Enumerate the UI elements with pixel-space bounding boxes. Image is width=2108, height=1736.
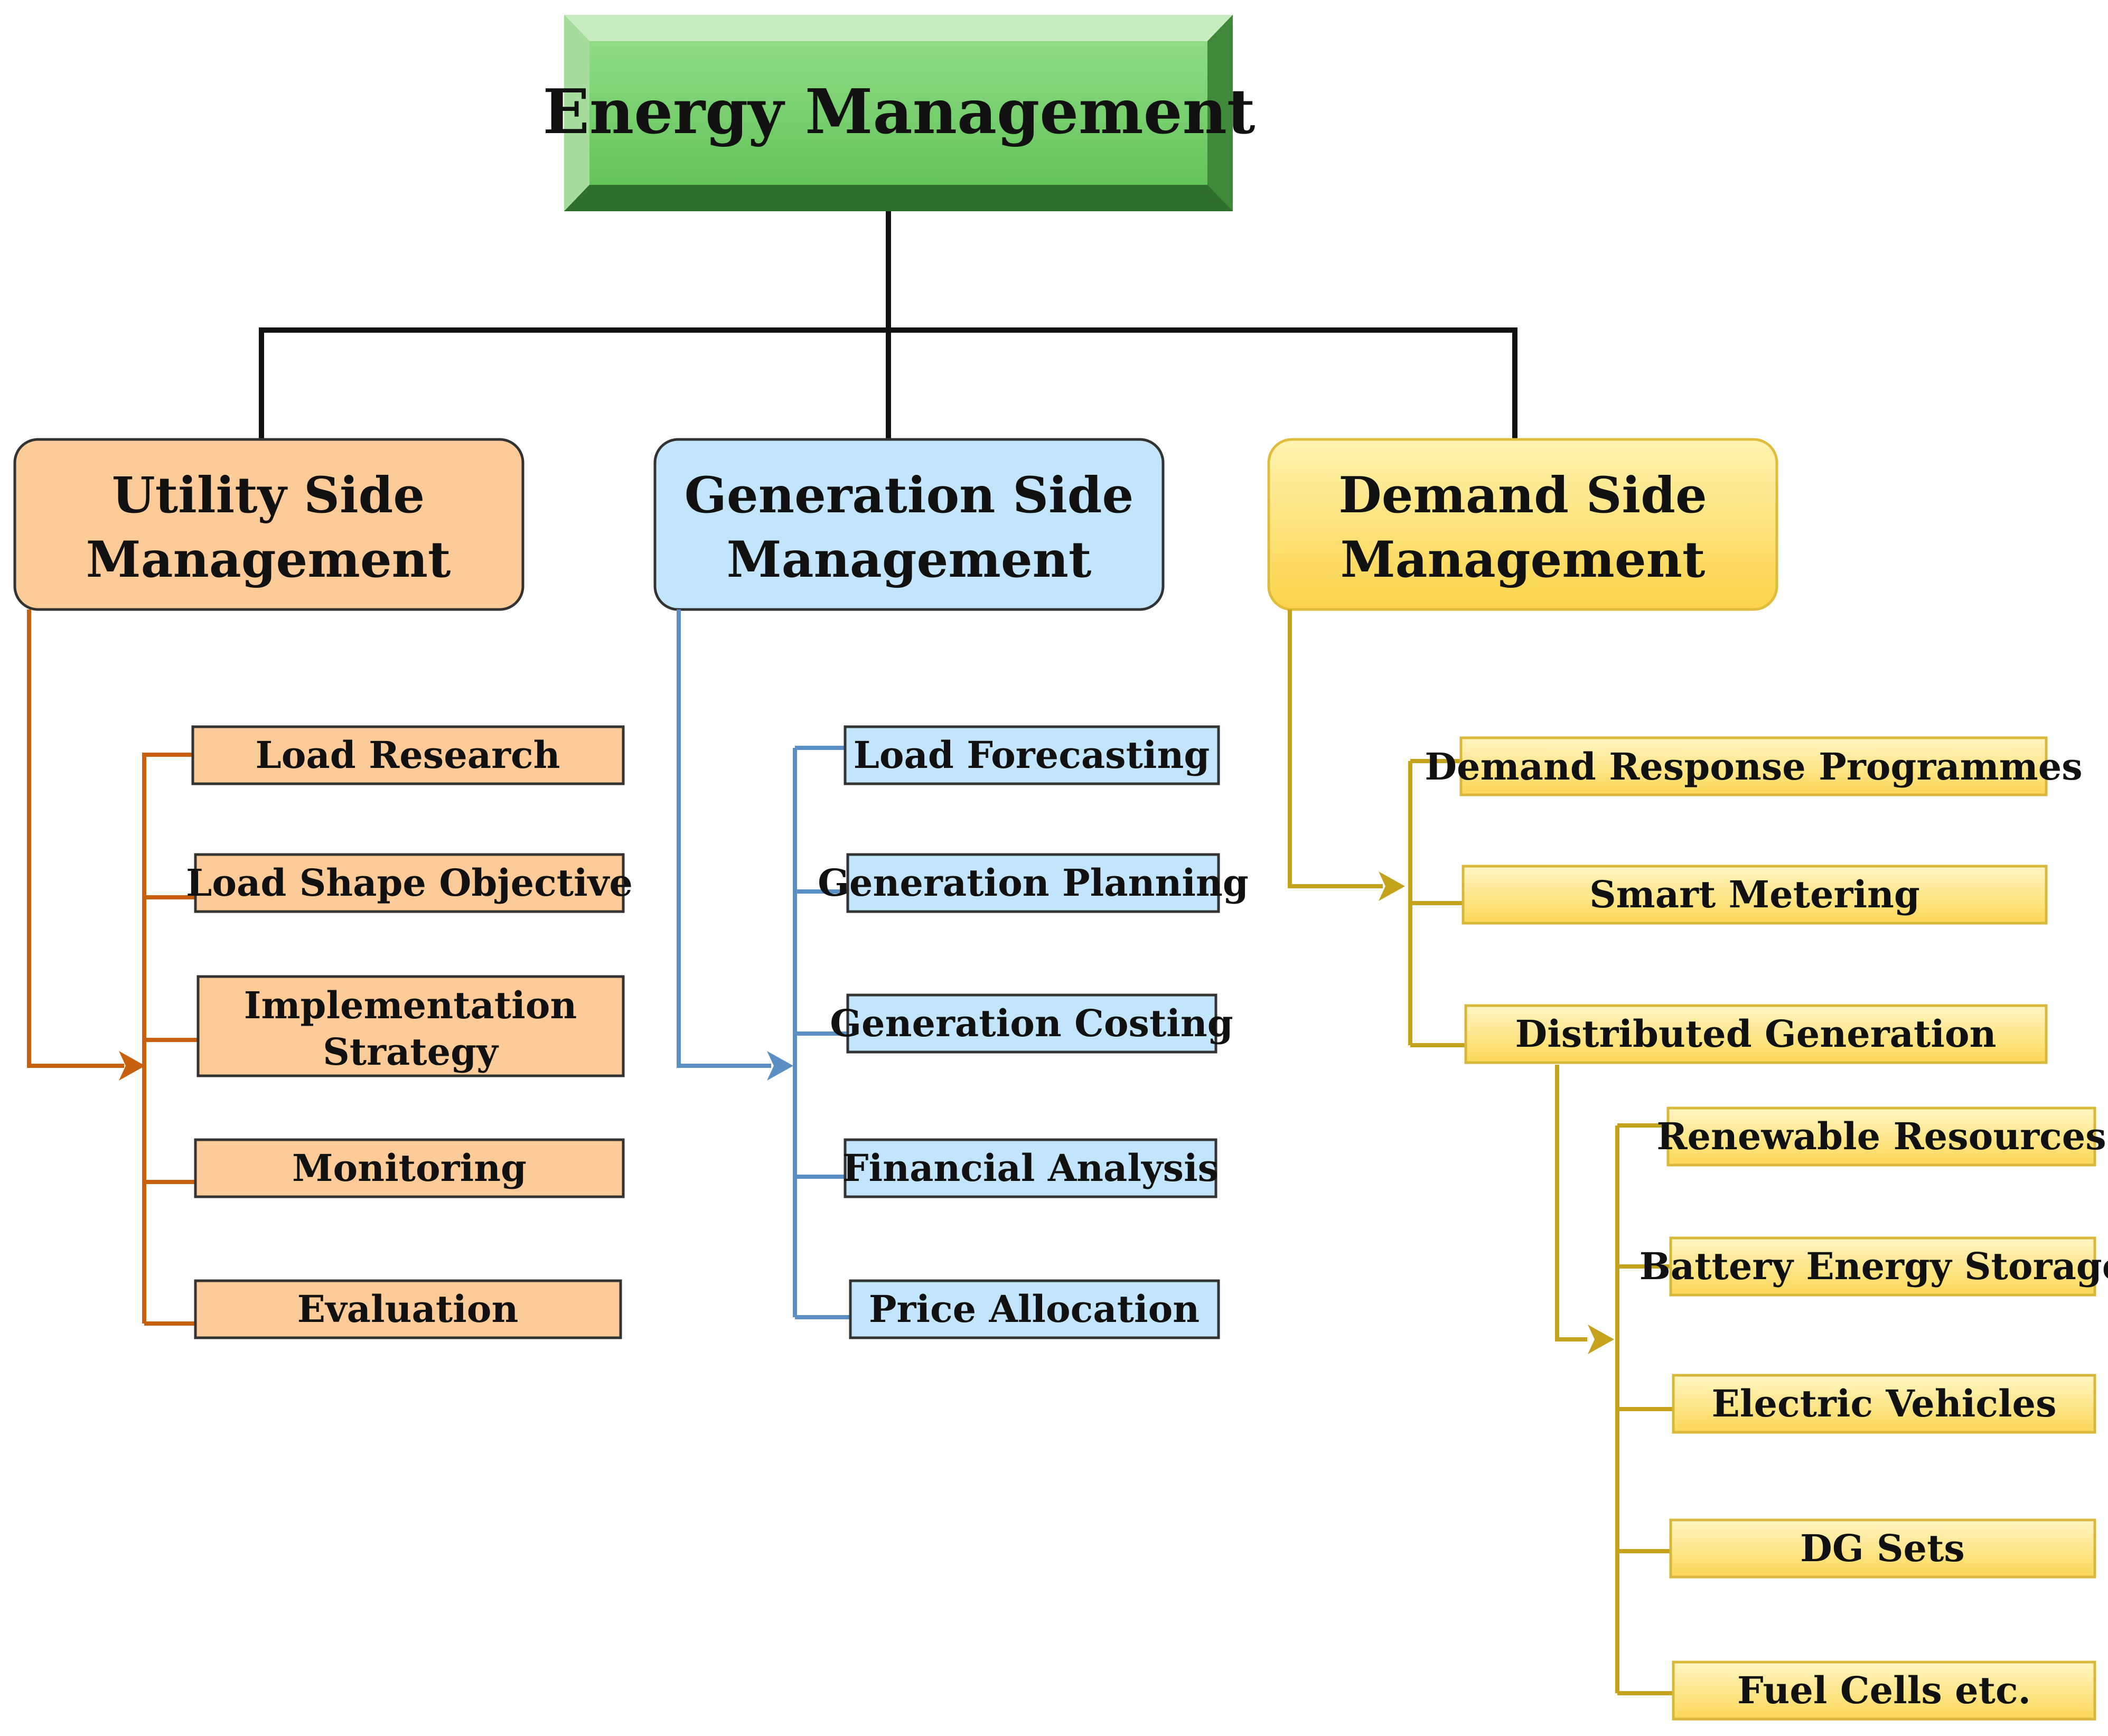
category-generation-label-line1: Generation Side xyxy=(685,466,1134,524)
generation-item-price-allocation: Price Allocation xyxy=(869,1287,1200,1331)
category-demand-label-line2: Management xyxy=(1341,531,1706,589)
demand-item-demand-response: Demand Response Programmes xyxy=(1425,745,2082,789)
demand-connectors xyxy=(1288,609,1673,1695)
utility-arrowhead xyxy=(119,1051,145,1081)
root-node: Energy Management xyxy=(542,15,1256,211)
utility-items xyxy=(191,725,625,1339)
dg-item-fuel-cells: Fuel Cells etc. xyxy=(1737,1668,2031,1712)
utility-item-implementation-line2: Strategy xyxy=(323,1030,499,1074)
category-demand-label-line1: Demand Side xyxy=(1338,466,1707,524)
generation-item-generation-costing: Generation Costing xyxy=(830,1001,1233,1045)
generation-items xyxy=(844,725,1220,1339)
category-demand: Demand Side Management xyxy=(1267,438,1778,611)
utility-item-load-shape-objective: Load Shape Objective xyxy=(186,861,633,905)
category-utility: Utility Side Management xyxy=(13,438,524,611)
utility-connectors xyxy=(27,609,198,1326)
generation-item-generation-planning: Generation Planning xyxy=(818,861,1249,905)
dg-item-battery-energy-storage: Battery Energy Storage xyxy=(1639,1244,2108,1288)
generation-connectors xyxy=(677,609,850,1319)
demand-item-distributed-generation: Distributed Generation xyxy=(1515,1012,1996,1056)
demand-items xyxy=(1459,736,2048,1064)
root-label: Energy Management xyxy=(542,76,1255,148)
dg-item-dg-sets: DG Sets xyxy=(1800,1526,1965,1570)
category-generation-label-line2: Management xyxy=(727,531,1092,589)
demand-item-smart-metering: Smart Metering xyxy=(1589,872,1920,916)
root-connectors xyxy=(259,211,1517,439)
utility-item-monitoring: Monitoring xyxy=(292,1146,527,1190)
generation-item-load-forecasting: Load Forecasting xyxy=(854,733,1210,777)
demand-arrowhead xyxy=(1379,871,1405,901)
utility-item-implementation-line1: Implementation xyxy=(244,983,577,1027)
distributed-generation-items xyxy=(1666,1106,2096,1721)
generation-item-financial-analysis: Financial Analysis xyxy=(842,1146,1219,1190)
category-utility-label-line2: Management xyxy=(86,531,451,589)
dg-item-electric-vehicles: Electric Vehicles xyxy=(1712,1382,2057,1425)
dg-item-renewable-resources: Renewable Resources xyxy=(1656,1114,2106,1158)
category-generation: Generation Side Management xyxy=(653,438,1165,611)
generation-arrowhead xyxy=(767,1051,793,1081)
distributed-generation-arrowhead xyxy=(1588,1325,1614,1354)
utility-item-evaluation: Evaluation xyxy=(297,1287,519,1331)
utility-item-load-research: Load Research xyxy=(256,733,560,777)
category-utility-label-line1: Utility Side xyxy=(112,466,425,524)
